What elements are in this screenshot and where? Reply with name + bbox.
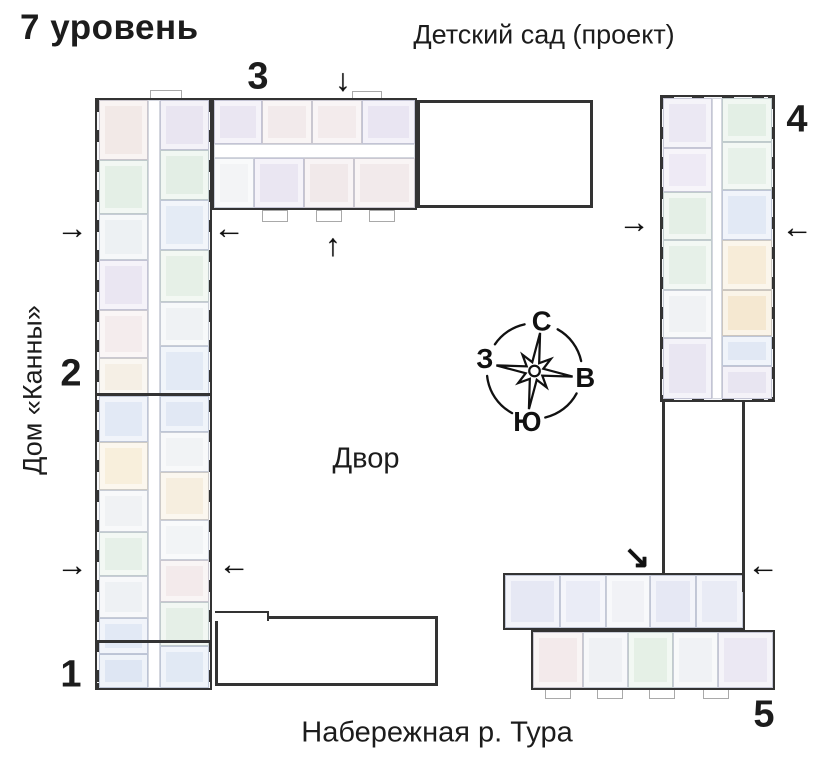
courtyard-label: Двор	[332, 442, 400, 475]
section-3-number: 3	[247, 55, 269, 98]
entrance-arrow-left-icon: ←	[213, 210, 245, 246]
entrance-arrow-right-icon: →	[56, 547, 88, 583]
building-section-5-lower-outline	[531, 630, 775, 690]
balcony	[597, 689, 623, 699]
section-divider-1-end	[95, 640, 212, 643]
entrance-arrow-downright-icon: ↘	[624, 539, 650, 575]
house-name-label: Дом «Канны»	[17, 305, 48, 475]
section-4-number: 4	[786, 98, 808, 141]
entrance-arrow-left-icon: ←	[747, 547, 779, 583]
kindergarten-footprint	[417, 100, 593, 208]
entrance-arrow-right-icon: →	[56, 210, 88, 246]
compass-circle	[485, 323, 583, 419]
balcony	[703, 689, 729, 699]
building-section-4-outline	[660, 95, 775, 402]
entrance-arrow-left-icon: ←	[218, 546, 250, 582]
entrance-arrow-right-icon: →	[618, 204, 650, 240]
compass-south-label: Ю	[513, 406, 541, 437]
section-5-number: 5	[753, 693, 775, 736]
courtyard-wall-right	[742, 402, 745, 592]
embankment-label: Набережная р. Тура	[301, 716, 573, 749]
balcony	[545, 689, 571, 699]
balcony	[262, 210, 288, 222]
compass-rose: С В Ю З	[476, 305, 595, 437]
compass-east-label: В	[575, 362, 595, 393]
stylobate-footprint	[215, 616, 438, 686]
entrance-arrow-down-icon: ↓	[335, 62, 351, 98]
entrance-arrow-left-icon: ←	[781, 209, 813, 245]
section-1-number: 1	[60, 653, 82, 696]
building-section-5-upper-outline	[503, 573, 745, 630]
balcony	[649, 689, 675, 699]
compass-north-label: С	[532, 305, 552, 336]
stylobate-step	[215, 611, 269, 621]
balcony	[316, 210, 342, 222]
section-2-number: 2	[60, 352, 82, 395]
page-title: 7 уровень	[20, 8, 199, 47]
compass-west-label: З	[476, 343, 493, 374]
section-divider-2-1	[95, 393, 212, 396]
courtyard-wall-left	[662, 402, 665, 573]
kindergarten-label: Детский сад (проект)	[413, 19, 675, 50]
entrance-arrow-up-icon: ↑	[325, 227, 341, 263]
building-section-3-outline	[212, 98, 417, 210]
balcony	[369, 210, 395, 222]
compass-center	[528, 364, 541, 378]
